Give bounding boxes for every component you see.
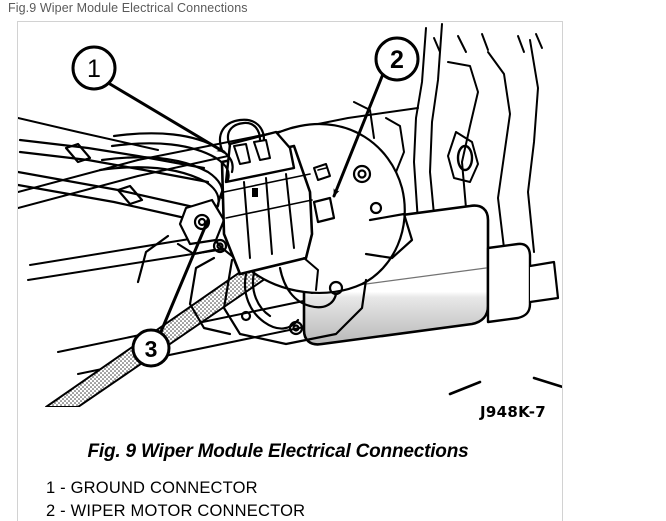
upper-right-tick-marks — [433, 33, 543, 53]
leader-line-1 — [108, 82, 226, 154]
callout-marker-1: 1 — [71, 45, 117, 91]
callout-marker-3: 3 — [131, 328, 171, 368]
drawing-number-strokes — [448, 376, 562, 396]
drawing-number-label: J948K-7 — [480, 403, 546, 421]
wiper-motor-connector — [220, 130, 336, 291]
wiring-harness — [98, 118, 338, 330]
callout-2-number: 2 — [390, 46, 404, 74]
figure-caption: Fig. 9 Wiper Module Electrical Connectio… — [87, 441, 469, 462]
callout-marker-2: 2 — [374, 36, 420, 82]
legend-item-1: 1 - GROUND CONNECTOR — [46, 479, 258, 497]
callout-1-number: 1 — [87, 55, 101, 83]
callout-3-number: 3 — [145, 336, 158, 362]
legend-item-2: 2 - WIPER MOTOR CONNECTOR — [46, 502, 306, 520]
page-header-title: Fig.9 Wiper Module Electrical Connection… — [8, 1, 248, 15]
leader-line-3 — [158, 218, 210, 336]
callout-markers: 1 2 3 — [71, 36, 420, 368]
callout-leader-lines — [108, 72, 385, 336]
wiper-module-diagram: 1 2 3 — [18, 22, 562, 407]
diagram-line-art — [18, 23, 562, 407]
figure-panel: 1 2 3 J948K-7 Fig. 9 Wiper Module Electr… — [17, 21, 563, 521]
leader-line-2 — [332, 72, 385, 198]
figure-legend-list: 1 - GROUND CONNECTOR 2 - WIPER MOTOR CON… — [46, 477, 305, 521]
